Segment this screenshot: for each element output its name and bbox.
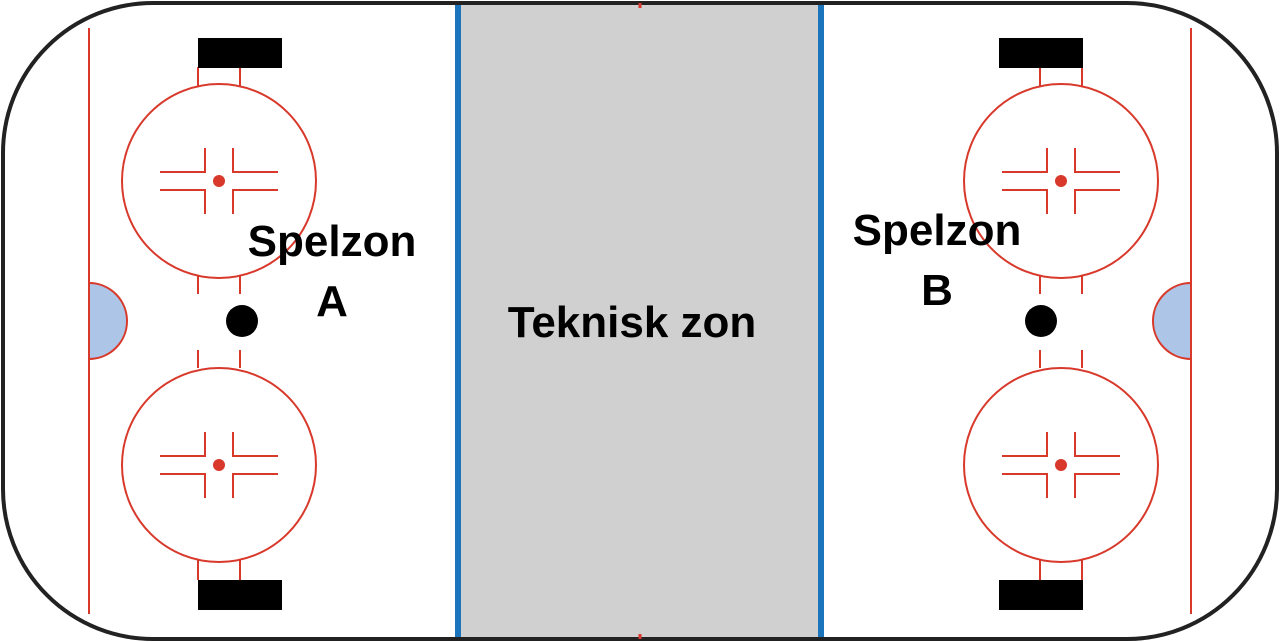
faceoff-circle-right-top [963, 67, 1159, 294]
technical-zone-area [458, 5, 821, 637]
bench-marker-left-top [198, 38, 282, 68]
bench-marker-right-bottom [999, 580, 1083, 610]
goal-crease-left [88, 281, 128, 361]
faceoff-circle-left-top [121, 67, 317, 294]
bench-marker-left-bottom [198, 580, 282, 610]
zone-b-label-line2: B [921, 266, 953, 315]
goal-crease-right [1152, 281, 1192, 361]
faceoff-circle-right-bottom [963, 350, 1159, 580]
zone-a-label-line1: Spelzon [248, 217, 417, 266]
bench-marker-right-top [999, 38, 1083, 68]
faceoff-dot-left [226, 305, 258, 337]
faceoff-dot-right [1025, 305, 1057, 337]
zone-a-label-line2: A [316, 277, 348, 326]
faceoff-circle-left-bottom [121, 350, 317, 580]
technical-zone-label: Teknisk zon [508, 298, 757, 347]
zone-b-label-line1: Spelzon [853, 206, 1022, 255]
